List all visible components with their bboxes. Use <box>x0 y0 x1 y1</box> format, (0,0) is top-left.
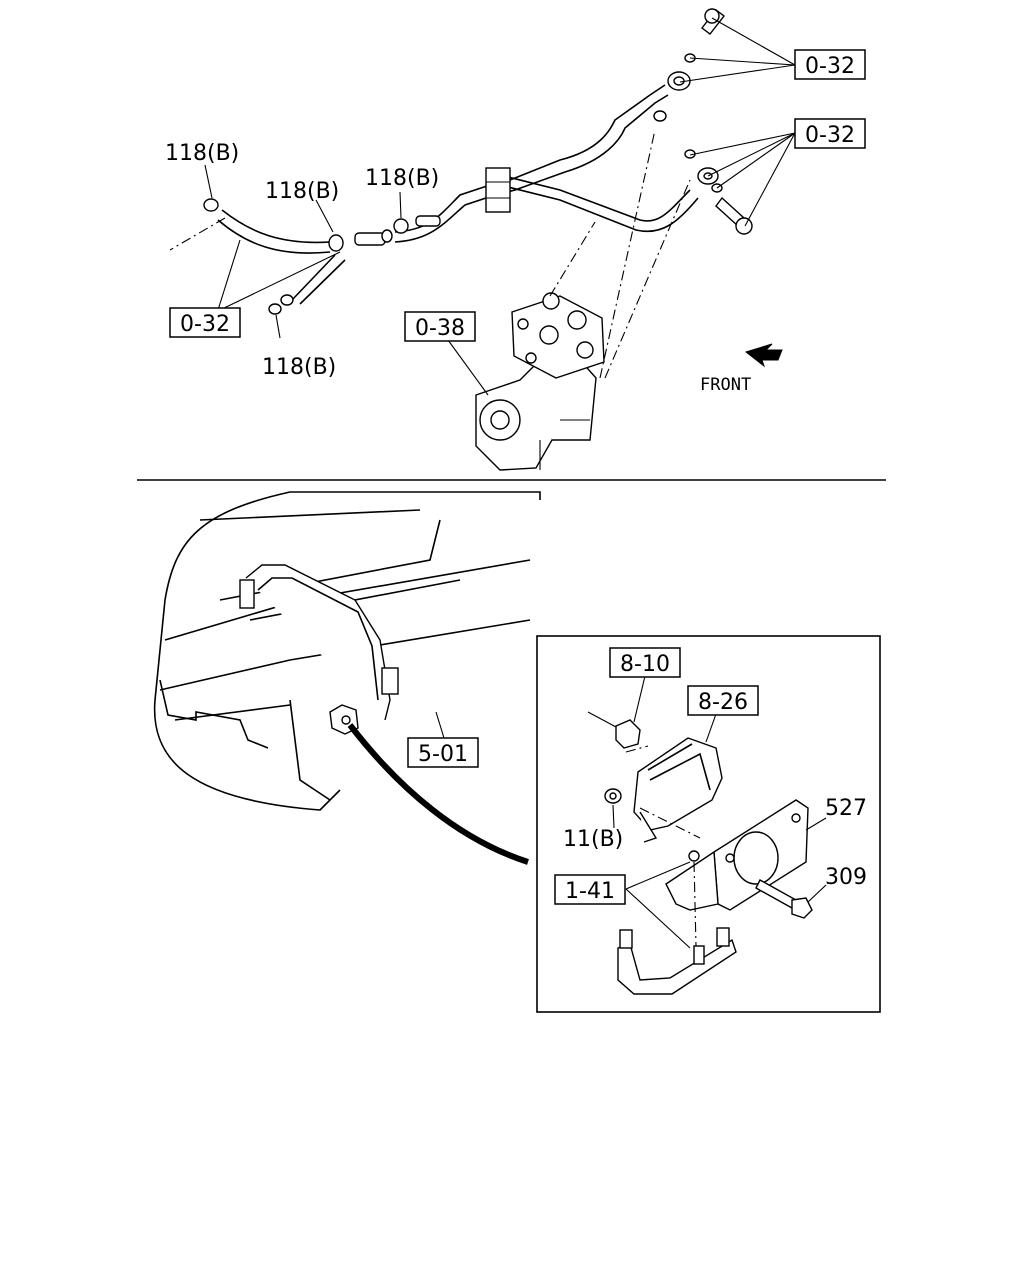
part-label-hose-clamp: 118(B) <box>262 355 336 380</box>
front-arrow-icon <box>744 343 783 368</box>
part-label-hose-clamp: 118(B) <box>265 179 339 204</box>
ref-label: 0-32 <box>805 123 855 148</box>
base-plate[interactable] <box>617 927 737 995</box>
banjo-fitting-right[interactable] <box>684 149 753 235</box>
front-label: FRONT <box>700 375 751 395</box>
rubber-hose-lower[interactable] <box>268 254 346 315</box>
banjo-fitting-top[interactable] <box>653 8 725 122</box>
ref-callout-1-41[interactable]: 1-41 <box>554 874 626 905</box>
ref-callout-5-01[interactable]: 5-01 <box>407 737 479 768</box>
hose-clamp-icon <box>203 198 219 212</box>
rubber-hose-left[interactable] <box>203 198 344 254</box>
part-label-hose-clamp: 118(B) <box>165 141 239 166</box>
air-compressor[interactable] <box>475 292 605 471</box>
ref-callout-0-32-mid[interactable]: 0-32 <box>794 118 866 149</box>
part-label-hose-clamp: 118(B) <box>365 166 439 191</box>
sensor-bracket[interactable] <box>665 799 809 911</box>
ref-label: 0-32 <box>805 54 855 79</box>
detail-connector <box>347 723 529 865</box>
wire-connector[interactable] <box>587 711 641 749</box>
ref-callout-8-10[interactable]: 8-10 <box>609 647 681 678</box>
nut-icon[interactable] <box>604 788 622 804</box>
ref-label: 0-32 <box>180 312 230 337</box>
part-label-nut: 11(B) <box>563 827 623 852</box>
sensor-unit[interactable] <box>633 737 723 843</box>
ref-label: 0-38 <box>415 316 465 341</box>
tank-strap[interactable] <box>239 564 399 721</box>
pipe-bracket[interactable] <box>485 167 511 213</box>
ref-callout-0-32-left[interactable]: 0-32 <box>169 307 241 338</box>
part-label-309: 309 <box>825 865 867 890</box>
ref-label: 5-01 <box>418 742 468 767</box>
pipe-connector[interactable] <box>354 215 441 246</box>
ref-label: 8-26 <box>698 690 748 715</box>
ref-callout-0-38[interactable]: 0-38 <box>404 311 476 342</box>
ref-label: 8-10 <box>620 652 670 677</box>
fuel-tank-assembly: 5-01 <box>153 491 541 865</box>
bolt-icon[interactable] <box>755 879 813 919</box>
ref-callout-0-32-top[interactable]: 0-32 <box>794 49 866 80</box>
ref-callout-8-26[interactable]: 8-26 <box>687 685 759 716</box>
part-label-527: 527 <box>825 796 867 821</box>
ref-label: 1-41 <box>565 879 615 904</box>
compressor-piping-assembly: 0-32 0-32 0-32 0-38 118(B) 118(B) 118(B)… <box>165 8 866 471</box>
detail-view-box: 8-10 8-26 1-41 527 309 11(B) <box>536 635 881 1013</box>
